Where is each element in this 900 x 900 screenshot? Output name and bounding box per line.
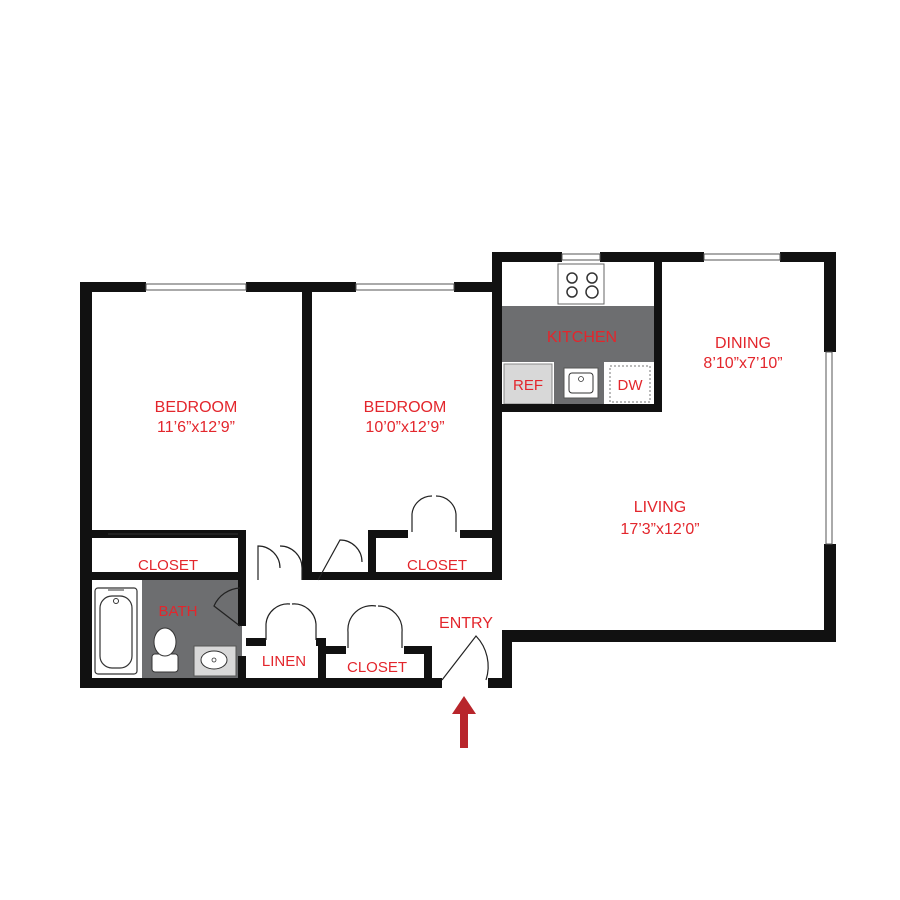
ref-label: REF bbox=[513, 377, 543, 394]
linen-name: LINEN bbox=[262, 653, 306, 670]
door-bedroom1[interactable] bbox=[257, 545, 303, 580]
kitchen-counter bbox=[502, 306, 658, 362]
bedroom1-name: BEDROOM bbox=[155, 399, 238, 416]
door-entry[interactable] bbox=[441, 635, 489, 681]
bedroom2-dims: 10’0”x12’9” bbox=[365, 419, 444, 436]
dining-name: DINING bbox=[715, 335, 771, 352]
door-closet3[interactable] bbox=[347, 605, 403, 648]
bathtub-icon bbox=[94, 587, 138, 675]
bedroom1-dims: 11’6”x12’9” bbox=[157, 419, 235, 436]
kitchen-name: KITCHEN bbox=[547, 329, 617, 346]
closet1-name: CLOSET bbox=[138, 557, 198, 574]
door-closet2[interactable] bbox=[411, 495, 457, 532]
window-bedroom2 bbox=[355, 283, 455, 291]
windows bbox=[108, 253, 833, 545]
door-linen[interactable] bbox=[265, 603, 317, 640]
closet2-name: CLOSET bbox=[407, 557, 467, 574]
labels: BEDROOM 11’6”x12’9” BEDROOM 10’0”x12’9” … bbox=[138, 329, 783, 676]
doors bbox=[213, 495, 489, 681]
refrigerator bbox=[503, 363, 553, 405]
window-living bbox=[825, 351, 833, 545]
service-areas bbox=[142, 306, 658, 680]
window-dining bbox=[703, 253, 781, 261]
dining-dims: 8’10”x7’10” bbox=[703, 355, 782, 372]
toilet-icon bbox=[151, 627, 179, 673]
bedroom2-name: BEDROOM bbox=[364, 399, 447, 416]
walls bbox=[80, 252, 836, 688]
living-dims: 17’3”x12’0” bbox=[620, 521, 699, 538]
window-bedroom1 bbox=[145, 283, 247, 291]
entry-arrow-icon bbox=[452, 696, 476, 748]
window-kitchen bbox=[561, 253, 601, 261]
stove bbox=[557, 263, 605, 305]
stove-burners-icon bbox=[566, 272, 599, 299]
bath-name: BATH bbox=[159, 603, 198, 620]
door-bath[interactable] bbox=[213, 587, 241, 627]
living-name: LIVING bbox=[634, 499, 686, 516]
entry-name: ENTRY bbox=[439, 615, 493, 632]
closet3-name: CLOSET bbox=[347, 659, 407, 676]
bath-sink-icon bbox=[193, 645, 237, 677]
dw-label: DW bbox=[618, 377, 644, 394]
dishwasher bbox=[609, 365, 651, 403]
appliances bbox=[94, 263, 651, 677]
door-bedroom2[interactable] bbox=[317, 539, 363, 581]
